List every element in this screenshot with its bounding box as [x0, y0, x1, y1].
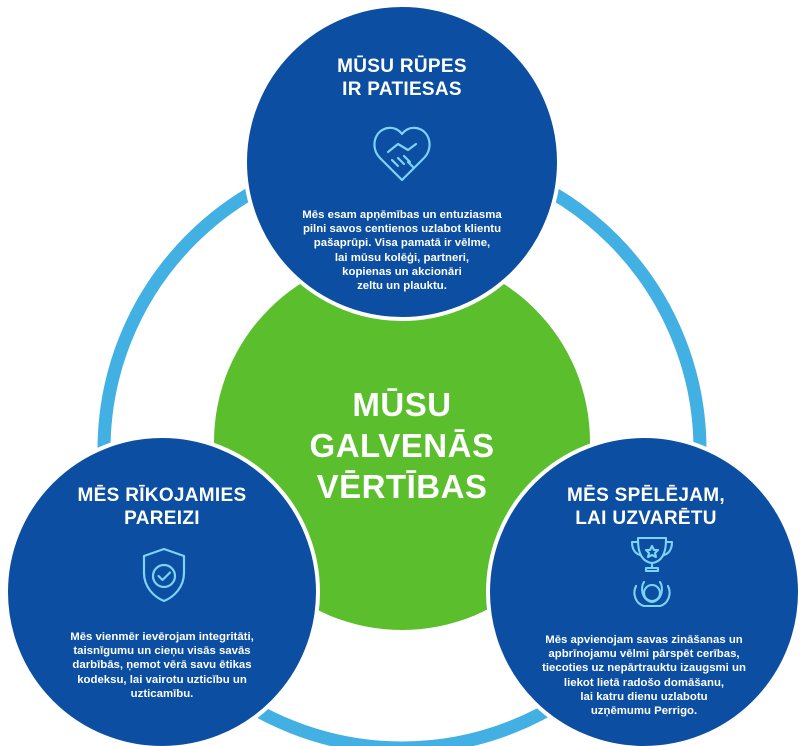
shield-check-icon — [142, 547, 186, 603]
center-title: MŪSU GALVENĀS VĒRTĪBAS — [309, 386, 495, 505]
trophy-icon — [630, 536, 674, 608]
value-text-right: Mēs apvienojam savas zināšanas un apbrīn… — [542, 634, 746, 718]
value-title-top: MŪSU RŪPES IR PATIESAS — [337, 56, 467, 100]
value-text-left: Mēs vienmēr ievērojam integritāti, taisn… — [70, 631, 254, 700]
value-title-left: MĒS RĪKOJAMIES PAREIZI — [77, 485, 247, 529]
value-title-right: MĒS SPĒLĒJAM, LAI UZVARĒTU — [566, 485, 726, 529]
value-text-top: Mēs esam apņēmības un entuziasma pilni s… — [302, 209, 502, 293]
heart-handshake-icon — [373, 126, 431, 182]
value-circle-left — [4, 434, 320, 746]
